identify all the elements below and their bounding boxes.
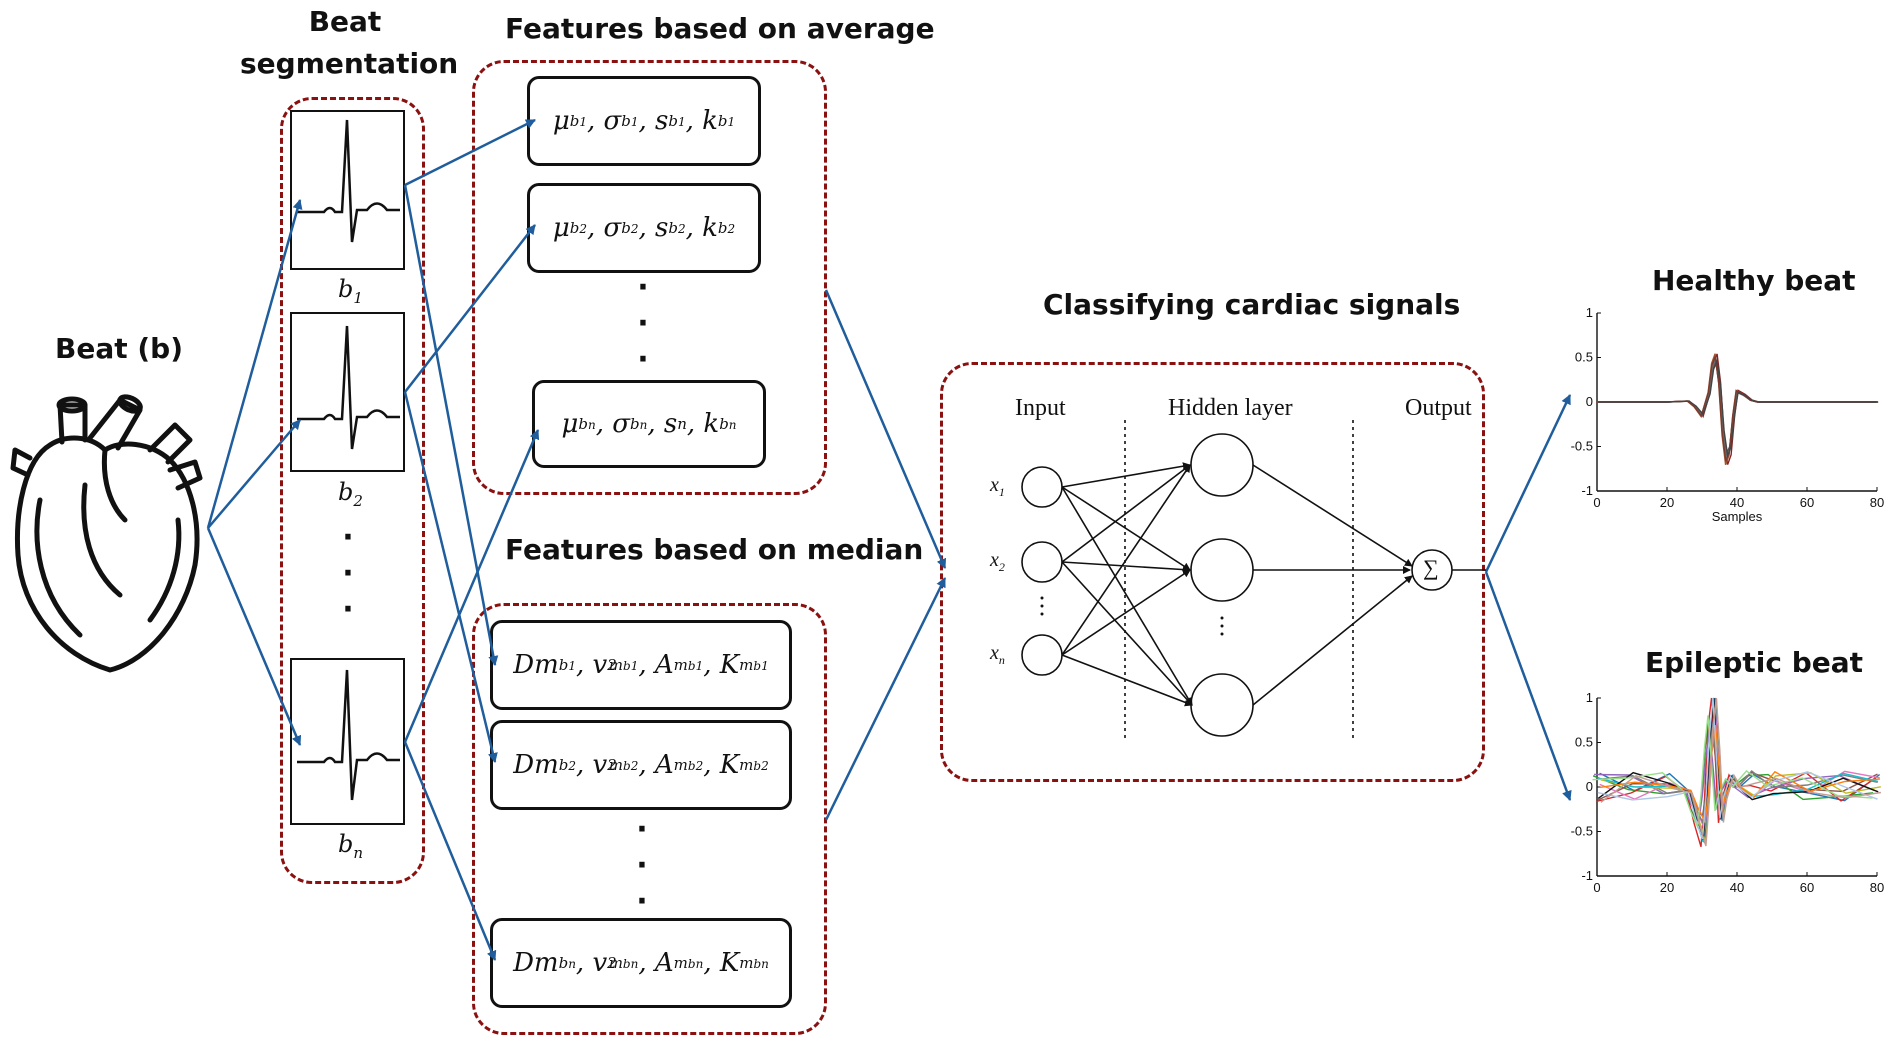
series-line — [1598, 353, 1879, 465]
y-tick-label: -0.5 — [1571, 439, 1593, 454]
segmentation-header-line1: Beat — [308, 5, 382, 38]
epileptic-header: Epileptic beat — [1645, 646, 1864, 679]
series-line — [1597, 355, 1877, 462]
y-tick-label: 0 — [1586, 394, 1593, 409]
beat-panel-b2 — [290, 312, 405, 472]
neural-network — [1021, 420, 1486, 740]
beat-label-bn: bn — [338, 830, 364, 862]
series-line — [1600, 697, 1882, 847]
classifying-header: Classifying cardiac signals — [1043, 288, 1461, 321]
series-line — [1596, 358, 1877, 458]
x-tick-label: 0 — [1593, 880, 1600, 895]
series-line — [1592, 715, 1873, 830]
series-line — [1592, 718, 1874, 828]
series-line — [1595, 697, 1877, 847]
classifier-group-border — [940, 362, 1485, 782]
series-line — [1599, 725, 1880, 824]
arrow-heart-b1 — [206, 199, 303, 529]
x-tick-label: 60 — [1800, 880, 1814, 895]
y-tick-label: 0 — [1586, 779, 1593, 794]
nn-input-x1: x1 — [990, 474, 1005, 499]
series-line — [1598, 358, 1879, 458]
series-line — [1600, 697, 1881, 843]
nn-hidden-label: Hidden layer — [1168, 395, 1293, 421]
series-line — [1597, 697, 1878, 840]
y-tick-label: 0.5 — [1575, 350, 1593, 365]
beat-ellipsis: ··· — [342, 520, 354, 627]
arrow-heart-bn — [206, 527, 302, 746]
heart-icon — [10, 394, 203, 673]
series-line — [1597, 697, 1879, 841]
healthy-header: Healthy beat — [1652, 264, 1856, 297]
y-tick-label: -1 — [1581, 868, 1593, 883]
x-tick-label: 80 — [1870, 880, 1884, 895]
x-tick-label: 40 — [1730, 880, 1744, 895]
features-median-header: Features based on median — [505, 533, 924, 566]
series-line — [1597, 697, 1879, 843]
nn-sum-symbol: ∑ — [1423, 555, 1439, 580]
series-line — [1597, 723, 1878, 825]
beat-label-b1: b1 — [338, 275, 363, 307]
median-ellipsis: ··· — [636, 812, 648, 919]
x-tick-label: 80 — [1870, 495, 1884, 510]
y-tick-label: -1 — [1581, 483, 1593, 498]
arrow-heart-b2 — [207, 419, 301, 529]
average-ellipsis: ··· — [637, 270, 649, 377]
segmentation-group-border — [280, 97, 425, 884]
y-tick-label: -0.5 — [1571, 824, 1593, 839]
series-line — [1599, 710, 1880, 830]
y-tick-label: 0.5 — [1575, 735, 1593, 750]
y-tick-label: 1 — [1586, 690, 1593, 705]
x-tick-label: 20 — [1660, 495, 1674, 510]
y-tick-label: 1 — [1586, 305, 1593, 320]
nn-output-label: Output — [1405, 395, 1472, 421]
beat-panel-b1 — [290, 110, 405, 270]
nn-input-xn: xn — [990, 642, 1005, 667]
x-tick-label: 40 — [1730, 495, 1744, 510]
features-average-header: Features based on average — [505, 12, 935, 45]
x-tick-label: 0 — [1593, 495, 1600, 510]
x-tick-label: 60 — [1800, 495, 1814, 510]
average-features-group-border — [472, 60, 827, 495]
x-axis-label: Samples — [1712, 509, 1763, 524]
x-tick-label: 20 — [1660, 880, 1674, 895]
nn-input-x2: x2 — [990, 549, 1005, 574]
segmentation-header-line2: segmentation — [240, 47, 459, 80]
nn-input-label: Input — [1015, 395, 1066, 421]
beat-label-b2: b2 — [338, 478, 363, 510]
series-line — [1599, 697, 1881, 844]
beat-header: Beat (b) — [55, 332, 183, 365]
